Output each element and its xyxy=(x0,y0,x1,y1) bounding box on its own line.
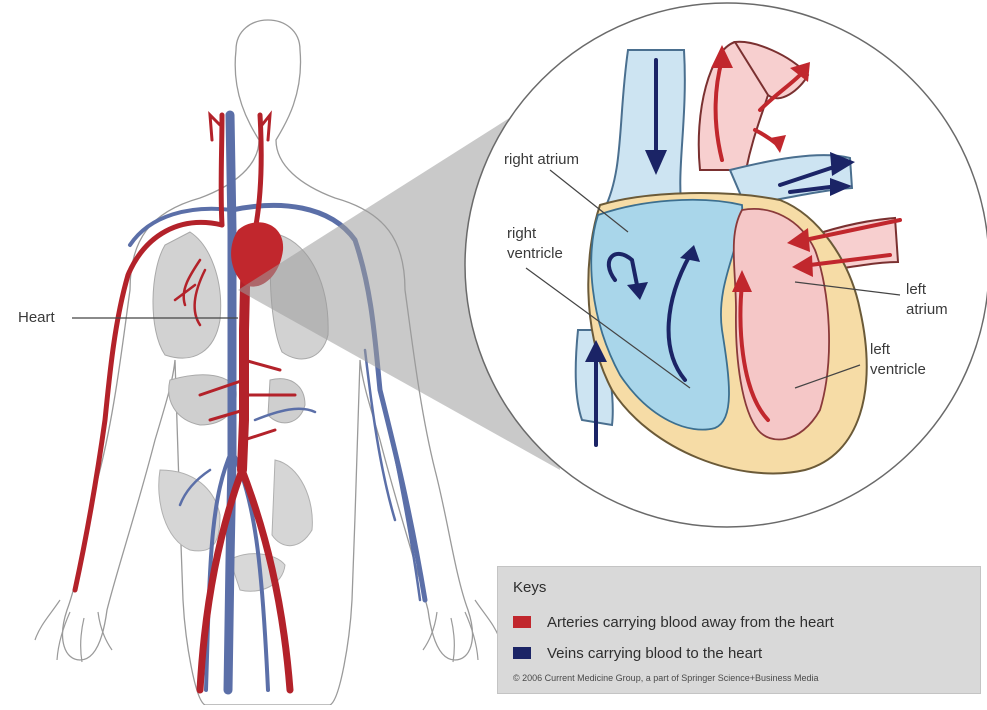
artery-swatch xyxy=(513,616,531,628)
keys-title: Keys xyxy=(513,579,546,596)
vena-cava-main xyxy=(228,115,232,690)
left-atrium-label-line2: atrium xyxy=(906,300,948,319)
vein-swatch xyxy=(513,647,531,659)
legend-arteries: Arteries carrying blood away from the he… xyxy=(513,614,834,631)
legend-veins: Veins carrying blood to the heart xyxy=(513,645,762,662)
legend-veins-text: Veins carrying blood to the heart xyxy=(547,645,762,662)
keys-legend: Keys Arteries carrying blood away from t… xyxy=(497,566,981,694)
left-ventricle-label-line1: left xyxy=(870,340,890,359)
copyright-text: © 2006 Current Medicine Group, a part of… xyxy=(513,673,819,683)
legend-arteries-text: Arteries carrying blood away from the he… xyxy=(547,614,834,631)
right-ventricle-label-line2: ventricle xyxy=(507,244,563,263)
right-atrium-label: right atrium xyxy=(504,150,579,169)
heart-label: Heart xyxy=(18,308,55,327)
left-ventricle-label-line2: ventricle xyxy=(870,360,926,379)
right-ventricle-label-line1: right xyxy=(507,224,536,243)
heart-magnifier xyxy=(465,3,987,527)
left-atrium-label-line1: left xyxy=(906,280,926,299)
